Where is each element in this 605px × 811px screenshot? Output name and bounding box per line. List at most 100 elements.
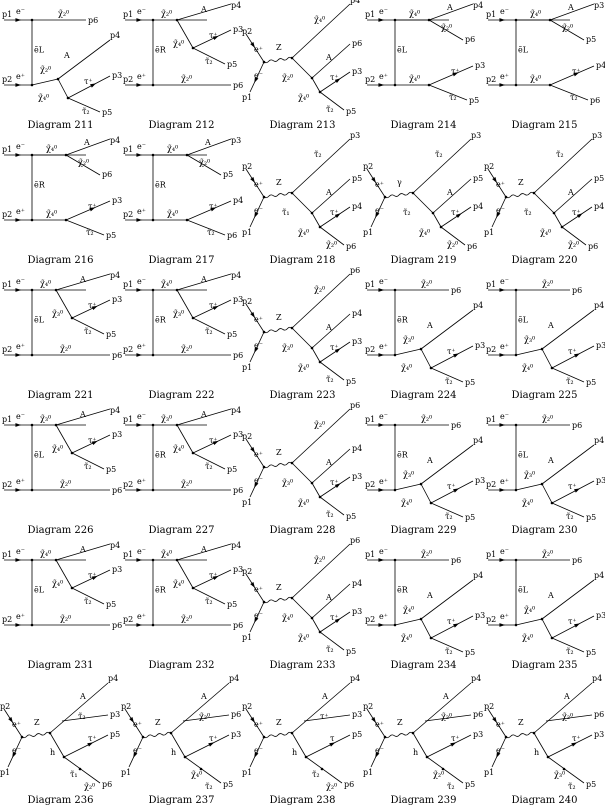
neutralino-label-bottom: χ̃₄⁰	[409, 74, 420, 83]
positron-label: e⁺	[379, 477, 388, 486]
momentum-label-p2: p2	[365, 480, 375, 489]
boson-a-label: A	[563, 692, 570, 701]
arrow	[91, 575, 98, 581]
momentum-label-out3: p6	[590, 96, 600, 105]
stau-label: τ̃₂	[566, 647, 574, 656]
momentum-label-out2: p3	[112, 196, 122, 205]
momentum-label-p1: p1	[2, 415, 12, 424]
momentum-label-out2: p3	[110, 710, 120, 719]
momentum-label-p1: p1	[365, 280, 375, 289]
vertex-dot	[427, 83, 431, 87]
chargino-line	[424, 714, 472, 722]
arrow	[254, 76, 259, 83]
boson-a-line	[176, 543, 232, 561]
boson-a-label: A	[426, 456, 433, 465]
neutralino-line-out	[549, 19, 585, 41]
particle-label-3: τ̃₂	[568, 782, 576, 791]
arrow	[371, 717, 376, 723]
particle-label-2: τ̃₁	[70, 770, 78, 779]
diagram-caption: Diagram 234	[390, 660, 457, 671]
momentum-label-bottom: p6	[112, 351, 122, 360]
stau-line	[67, 97, 101, 113]
stau-label: τ̃₂	[326, 105, 334, 114]
arrow	[378, 288, 385, 292]
arrow	[576, 213, 583, 219]
momentum-label-out1: p4	[594, 436, 604, 445]
momentum-label-out3: p3	[352, 472, 362, 481]
neutralino-line-1	[515, 483, 543, 491]
momentum-label-p2: p2	[365, 615, 375, 624]
stau-line	[186, 219, 226, 236]
boson-a-label: A	[204, 138, 211, 147]
momentum-label-out4: p6	[346, 242, 356, 251]
z-boson-label: Z	[34, 718, 40, 727]
diagram-caption: Diagram 233	[269, 660, 336, 671]
arrow	[334, 78, 341, 84]
momentum-label-bottom: p6	[233, 351, 243, 360]
momentum-label-out3: p5	[106, 231, 116, 240]
momentum-label-top: p4	[110, 271, 120, 280]
particle-label-2: τ̃₁	[282, 208, 290, 217]
vertex-dot	[550, 366, 554, 370]
positron-label: e⁺	[16, 342, 25, 351]
momentum-label-out4: p5	[465, 780, 475, 789]
stau-label: χ̃₂⁰	[568, 240, 579, 249]
vertex-dot	[429, 366, 433, 370]
neutralino-line-2	[55, 424, 73, 454]
arrow	[136, 153, 143, 157]
momentum-label-out3: p5	[227, 60, 237, 69]
arrow	[90, 83, 97, 88]
momentum-label-out1: p4	[594, 301, 604, 310]
selectron-label: ẽR	[34, 181, 46, 190]
vertex-dot	[419, 617, 423, 621]
momentum-label-out2: p3	[112, 71, 122, 80]
boson-a-line	[541, 579, 595, 620]
neutralino-label-1: χ̃₄⁰	[403, 605, 414, 614]
higgs-label: h	[292, 748, 297, 757]
tau-line	[551, 480, 595, 504]
tau-line	[319, 206, 351, 228]
momentum-label-out3: p5	[227, 330, 237, 339]
momentum-label-out1: p5	[586, 35, 596, 44]
momentum-label-top: p4	[473, 1, 483, 10]
arrow	[499, 18, 506, 22]
boson-a-line	[541, 309, 595, 350]
boson-a-label: A	[325, 593, 332, 602]
upper-out-line	[291, 138, 351, 194]
vertex-dot	[175, 558, 179, 562]
middle-line	[291, 192, 313, 214]
neutralino-label-top: χ̃₂⁰	[161, 9, 172, 18]
boson-a-label: A	[200, 545, 207, 554]
diagram-caption: Diagram 229	[390, 525, 457, 536]
vertex-dot	[151, 423, 155, 427]
arrow	[250, 177, 255, 183]
momentum-label-out2: p3	[475, 61, 485, 70]
neutralino-line-2	[541, 483, 553, 504]
z-boson-label: Z	[276, 583, 282, 592]
tau-line	[192, 569, 232, 589]
momentum-label-out2: p3	[475, 611, 485, 620]
particle-label-3: χ̃₄⁰	[298, 228, 309, 237]
vertex-dot	[70, 586, 74, 590]
momentum-label-p2: p2	[2, 615, 12, 624]
positron-line	[245, 438, 265, 468]
particle-label-2: χ̃₃⁰	[554, 770, 565, 779]
particle-label-3: χ̃₄⁰	[298, 363, 309, 372]
momentum-label-out2: p5	[473, 174, 483, 183]
boson-a-line	[55, 543, 111, 561]
arrow	[15, 83, 22, 87]
boson-a-line	[432, 178, 472, 214]
stau-label: τ̃₂	[84, 462, 92, 471]
momentum-label-out2: p3	[233, 295, 243, 304]
neutralino-label-out: χ̃₂⁰	[78, 158, 89, 167]
positron-label: e⁺	[254, 450, 263, 459]
boson-a-line	[186, 138, 232, 156]
boson-a-label: A	[79, 545, 86, 554]
boson-a-label: A	[325, 53, 332, 62]
neutralino-line-out	[426, 756, 464, 784]
z-boson-line	[384, 731, 414, 739]
